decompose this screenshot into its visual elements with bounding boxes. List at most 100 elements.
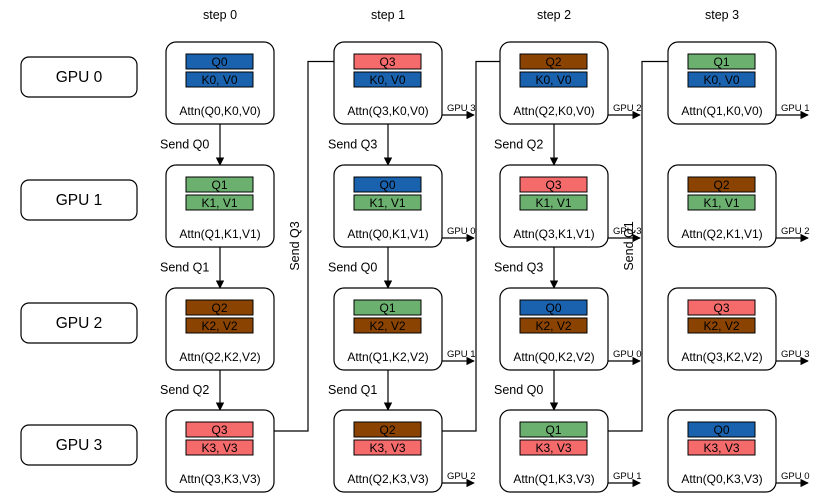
send-label-s1-gpu0: Send Q3: [328, 138, 377, 152]
kv-block-s3-gpu2: [687, 317, 756, 334]
output-label-s3-gpu3: GPU 0: [781, 471, 810, 482]
kv-label-s2-gpu3: K3, V3: [535, 441, 571, 455]
step-header-0: step 0: [203, 8, 237, 22]
query-block-s1-gpu0: [353, 53, 422, 70]
kv-block-s0-gpu3: [185, 439, 254, 456]
query-block-s1-gpu1: [353, 176, 422, 193]
attn-label-s1-gpu2: Attn(Q1,K2,V2): [347, 350, 428, 364]
kv-block-s1-gpu2: [353, 317, 422, 334]
kv-block-s1-gpu1: [353, 194, 422, 211]
output-label-s1-gpu1: GPU 0: [447, 226, 476, 237]
gpu-label-3: GPU 3: [56, 437, 103, 454]
query-block-s2-gpu2: [519, 299, 588, 316]
output-label-s2-gpu1: GPU 3: [613, 226, 642, 237]
kv-label-s0-gpu0: K0, V0: [201, 73, 237, 87]
kv-block-s2-gpu1: [519, 194, 588, 211]
kv-label-s3-gpu0: K0, V0: [703, 73, 739, 87]
attn-label-s2-gpu0: Attn(Q2,K0,V0): [513, 104, 594, 118]
attn-label-s1-gpu1: Attn(Q0,K1,V1): [347, 227, 428, 241]
query-label-s3-gpu3: Q0: [713, 423, 729, 437]
query-label-s3-gpu1: Q2: [713, 178, 729, 192]
step-header-3: step 3: [705, 8, 739, 22]
send-label-s2-gpu2: Send Q0: [494, 383, 543, 397]
wrap-send-label-s0: Send Q3: [288, 221, 302, 270]
query-label-s1-gpu2: Q1: [379, 301, 395, 315]
gpu-label-box-0: [20, 56, 138, 98]
wrap-send-arrow-s0: [274, 57, 355, 432]
query-block-s2-gpu1: [519, 176, 588, 193]
kv-block-s1-gpu0: [353, 71, 422, 88]
query-label-s1-gpu0: Q3: [379, 55, 395, 69]
attn-label-s1-gpu3: Attn(Q2,K3,V3): [347, 472, 428, 486]
kv-label-s2-gpu2: K2, V2: [535, 319, 571, 333]
kv-label-s2-gpu0: K0, V0: [535, 73, 571, 87]
kv-label-s1-gpu0: K0, V0: [369, 73, 405, 87]
output-label-s3-gpu1: GPU 2: [781, 226, 810, 237]
attn-label-s3-gpu2: Attn(Q3,K2,V2): [681, 350, 762, 364]
send-label-s1-gpu1: Send Q0: [328, 261, 377, 275]
query-block-s3-gpu0: [687, 53, 756, 70]
query-label-s2-gpu3: Q1: [545, 423, 561, 437]
query-label-s2-gpu0: Q2: [545, 55, 561, 69]
attn-label-s3-gpu1: Attn(Q2,K1,V1): [681, 227, 762, 241]
kv-block-s0-gpu2: [185, 317, 254, 334]
attn-label-s3-gpu0: Attn(Q1,K0,V0): [681, 104, 762, 118]
query-label-s1-gpu1: Q0: [379, 178, 395, 192]
query-label-s1-gpu3: Q2: [379, 423, 395, 437]
send-label-s2-gpu1: Send Q3: [494, 261, 543, 275]
step-header-1: step 1: [371, 8, 405, 22]
kv-block-s2-gpu0: [519, 71, 588, 88]
attn-label-s2-gpu2: Attn(Q0,K2,V2): [513, 350, 594, 364]
query-block-s2-gpu3: [519, 421, 588, 438]
query-label-s2-gpu2: Q0: [545, 301, 561, 315]
output-label-s2-gpu2: GPU 0: [613, 349, 642, 360]
query-label-s0-gpu2: Q2: [211, 301, 227, 315]
query-block-s3-gpu3: [687, 421, 756, 438]
output-label-s3-gpu0: GPU 1: [781, 103, 810, 114]
step-header-2: step 2: [537, 8, 571, 22]
gpu-label-0: GPU 0: [56, 69, 103, 86]
query-block-s3-gpu1: [687, 176, 756, 193]
send-label-s0-gpu1: Send Q1: [160, 261, 209, 275]
gpu-label-box-2: [20, 302, 138, 344]
kv-block-s3-gpu3: [687, 439, 756, 456]
gpu-label-2: GPU 2: [56, 315, 103, 332]
send-label-s1-gpu2: Send Q1: [328, 383, 377, 397]
kv-block-s0-gpu1: [185, 194, 254, 211]
query-label-s3-gpu0: Q1: [713, 55, 729, 69]
attn-label-s2-gpu3: Attn(Q1,K3,V3): [513, 472, 594, 486]
kv-label-s2-gpu1: K1, V1: [535, 196, 571, 210]
query-block-s3-gpu2: [687, 299, 756, 316]
output-label-s1-gpu0: GPU 3: [447, 103, 476, 114]
query-label-s0-gpu3: Q3: [211, 423, 227, 437]
kv-label-s3-gpu3: K3, V3: [703, 441, 739, 455]
send-label-s2-gpu0: Send Q2: [494, 138, 543, 152]
query-block-s0-gpu1: [185, 176, 254, 193]
gpu-label-1: GPU 1: [56, 192, 103, 209]
attn-label-s3-gpu3: Attn(Q0,K3,V3): [681, 472, 762, 486]
query-label-s2-gpu1: Q3: [545, 178, 561, 192]
output-label-s2-gpu3: GPU 1: [613, 471, 642, 482]
wrap-send-arrow-s2: [608, 57, 689, 432]
kv-block-s2-gpu2: [519, 317, 588, 334]
kv-label-s1-gpu2: K2, V2: [369, 319, 405, 333]
output-label-s3-gpu2: GPU 3: [781, 349, 810, 360]
kv-block-s3-gpu1: [687, 194, 756, 211]
query-label-s0-gpu1: Q1: [211, 178, 227, 192]
output-label-s2-gpu0: GPU 2: [613, 103, 642, 114]
output-label-s1-gpu2: GPU 1: [447, 349, 476, 360]
send-label-s0-gpu0: Send Q0: [160, 138, 209, 152]
attn-label-s0-gpu0: Attn(Q0,K0,V0): [179, 104, 260, 118]
send-label-s0-gpu2: Send Q2: [160, 383, 209, 397]
kv-label-s3-gpu2: K2, V2: [703, 319, 739, 333]
kv-block-s2-gpu3: [519, 439, 588, 456]
query-label-s0-gpu0: Q0: [211, 55, 227, 69]
query-block-s2-gpu0: [519, 53, 588, 70]
gpu-label-box-3: [20, 424, 138, 466]
kv-label-s0-gpu2: K2, V2: [201, 319, 237, 333]
wrap-send-label-s2: Send Q1: [622, 221, 636, 270]
query-block-s1-gpu3: [353, 421, 422, 438]
kv-block-s0-gpu0: [185, 71, 254, 88]
query-block-s0-gpu0: [185, 53, 254, 70]
